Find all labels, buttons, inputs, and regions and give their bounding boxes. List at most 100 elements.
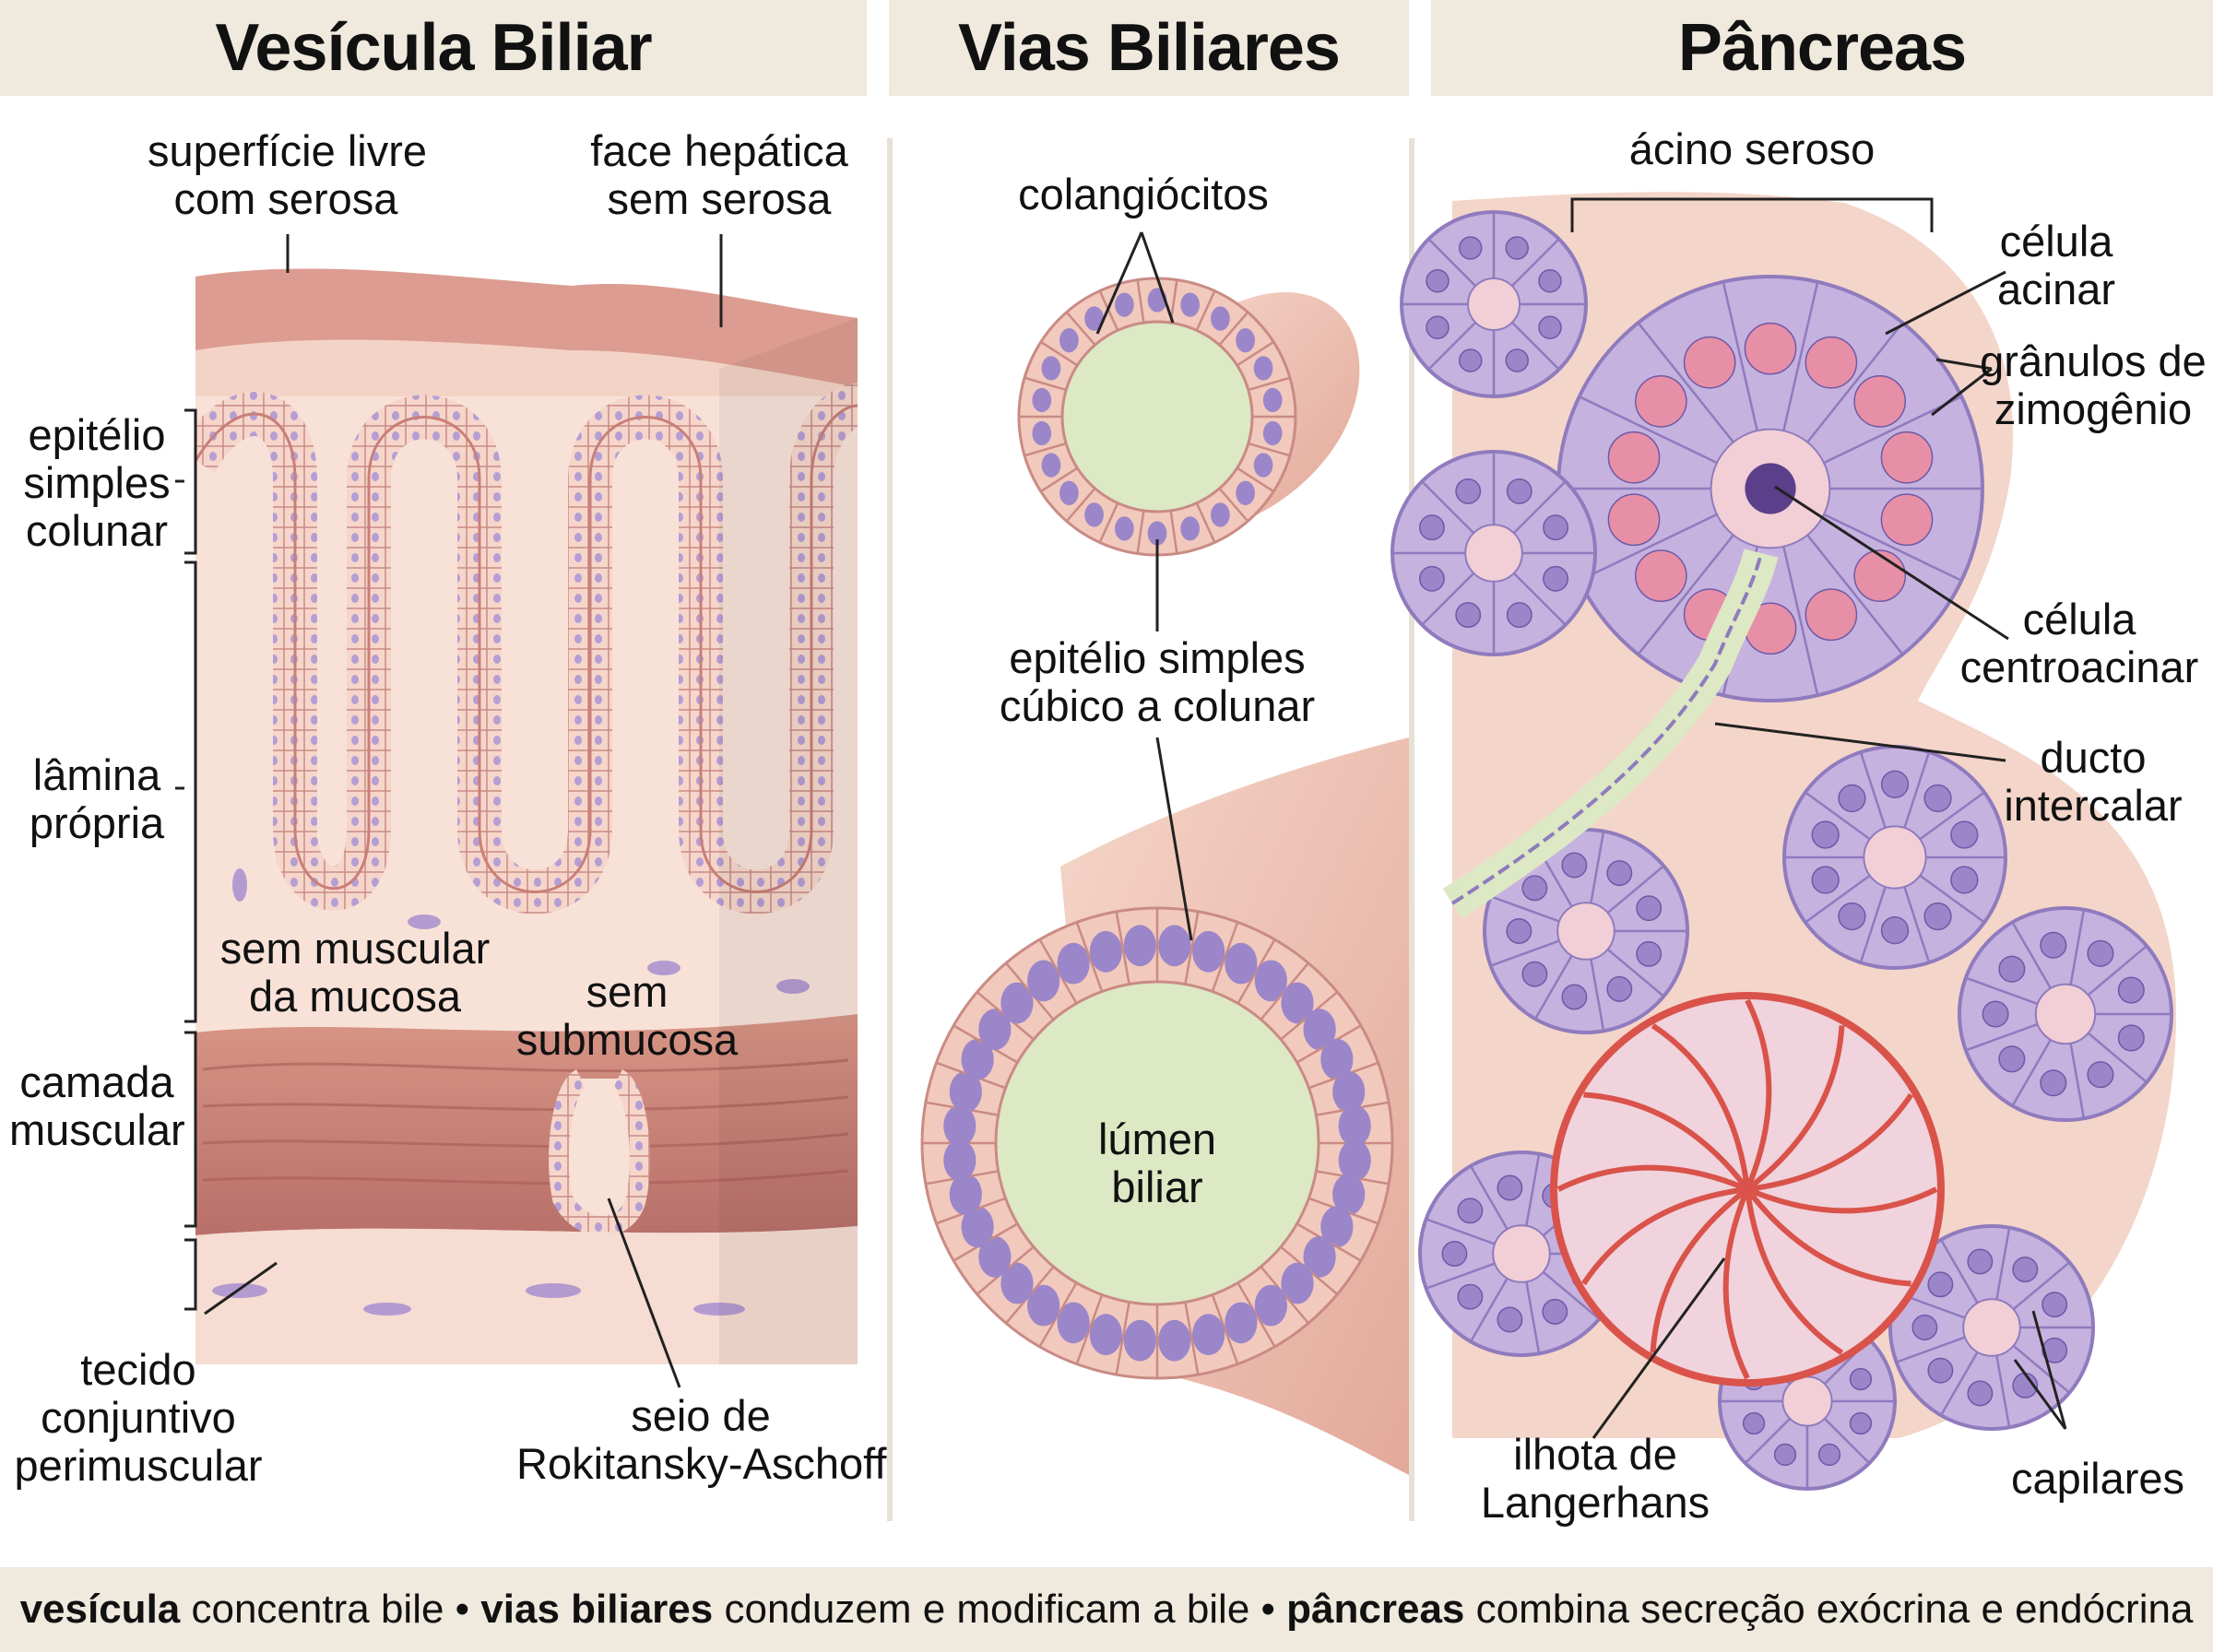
- header-gallbladder-title: Vesícula Biliar: [215, 11, 652, 85]
- acinus-top-left-nucleus: [1538, 268, 1562, 293]
- acinus-bottom-right-cell-border: [1896, 1336, 1966, 1363]
- acinus-bottom-left-cell-border: [1426, 1218, 1496, 1245]
- label-rokitansky-sinus-line2: Rokitansky-Aschoff: [516, 1439, 887, 1488]
- large-duct-nucleus: [1320, 1038, 1354, 1080]
- acinus-mid-left-cell-border: [1490, 895, 1560, 923]
- acinus-bottom-right-cell-border: [1995, 1227, 2011, 1300]
- acinus-right-nucleus: [1998, 955, 2026, 983]
- acinus-left-cell-border: [1421, 480, 1475, 535]
- acinus-left-cell-border: [1421, 572, 1475, 626]
- large-duct-cell-border: [1184, 1302, 1200, 1375]
- large-duct-nucleus: [943, 1104, 976, 1147]
- label-perimuscular-tissue-line1: tecido: [80, 1345, 196, 1394]
- acinus-main-cell-border: [1806, 534, 1904, 655]
- large-duct-nucleus: [961, 1038, 994, 1080]
- acinus-right-nucleus: [2117, 1024, 2145, 1052]
- small-duct-nucleus: [1262, 387, 1283, 413]
- label-lamina-propria-line2: própria: [29, 798, 165, 847]
- acinus-right-cell-border: [2069, 909, 2086, 985]
- islet-capillary: [1745, 1187, 1911, 1287]
- islet-capillary: [1722, 1187, 1750, 1380]
- acinus-right-top-cell-border: [1805, 874, 1871, 924]
- acinus-bottom-right-nucleus: [1967, 1380, 1994, 1407]
- islet-capillary: [1556, 1164, 1749, 1192]
- pancreas-tissue: [1391, 192, 2176, 1491]
- label-bile-lumen: lúmen biliar: [1060, 1115, 1254, 1211]
- acinus-top-left-nucleus: [1458, 348, 1483, 372]
- acinus-right-top-nucleus: [1950, 866, 1979, 894]
- acinus-mid-left-nucleus: [1606, 975, 1633, 1002]
- acinus-left-nucleus: [1543, 565, 1569, 592]
- header-pancreas-title: Pâncreas: [1677, 11, 1967, 85]
- acinus-left-nucleus: [1418, 565, 1445, 592]
- acinus-main-cell-border: [1722, 281, 1758, 431]
- small-duct-nucleus: [1253, 356, 1273, 381]
- large-duct-nucleus: [978, 1009, 1012, 1051]
- acinus-left-nucleus: [1418, 514, 1445, 541]
- acinus-bottom-left-nucleus: [1441, 1241, 1468, 1267]
- small-duct-cell-border: [1218, 488, 1249, 523]
- label-no-submucosa-line1: sem: [586, 967, 669, 1016]
- large-duct-nucleus: [1123, 925, 1156, 967]
- acinus-bottom-nucleus: [1817, 1443, 1841, 1467]
- acinus-mid-left-nucleus: [1506, 918, 1533, 944]
- label-no-submucosa: sem submucosa: [512, 968, 742, 1064]
- acinus-right-top-cell-border: [1919, 874, 1985, 924]
- label-duct-epithelium-line2: cúbico a colunar: [999, 681, 1316, 730]
- small-duct-nucleus: [1032, 387, 1052, 413]
- small-duct-nucleus: [1115, 292, 1134, 317]
- acinus-top-left-cell-border: [1510, 238, 1560, 288]
- islet-capillary: [1745, 998, 1772, 1191]
- footer-bile-ducts-text: conduzem e modificam a bile •: [713, 1587, 1287, 1632]
- small-duct-nucleus: [1180, 292, 1200, 317]
- small-duct-cell-border: [1136, 279, 1145, 324]
- centroacinar-nucleus: [1745, 463, 1796, 514]
- footer-bile-ducts-bold: vias biliares: [480, 1587, 714, 1632]
- acinus-right-top-nucleus: [1811, 820, 1840, 849]
- islet-capillary: [1580, 1186, 1748, 1286]
- acinus-left-cell-border: [1512, 480, 1567, 535]
- large-duct-nucleus: [1254, 1284, 1287, 1327]
- acinus-bottom-left-cell-border: [1525, 1281, 1541, 1354]
- acinus-right-cell-border: [2011, 921, 2052, 989]
- label-acinar-cell: célula acinar: [1955, 218, 2158, 313]
- large-duct-cell-border: [1075, 1294, 1104, 1365]
- label-perimuscular-tissue-line2: conjuntivo: [41, 1393, 236, 1442]
- acinus-bottom-right-nucleus: [2012, 1257, 2039, 1283]
- acinus-right-top-nucleus: [1880, 770, 1910, 798]
- acinus-main-nucleus: [1805, 336, 1858, 389]
- small-duct-cell-border: [1236, 466, 1274, 493]
- large-duct-nucleus: [1332, 1070, 1366, 1113]
- acinus-right-top-cell-border: [1903, 751, 1931, 829]
- small-duct-cell-border: [1236, 340, 1274, 367]
- acinus-mid-left-nucleus: [1521, 875, 1548, 902]
- large-duct-cell-border: [1075, 921, 1104, 992]
- pancreas-leaders: [1570, 197, 2067, 1439]
- acinus-bottom-right-nucleus: [2041, 1292, 2068, 1318]
- small-duct-nucleus: [1041, 453, 1061, 478]
- acinus-mid-left-nucleus: [1606, 860, 1633, 887]
- small-duct-nucleus: [1236, 480, 1255, 505]
- label-bile-lumen-line1: lúmen: [1097, 1115, 1216, 1163]
- acinus-bottom-right-nucleus: [1967, 1248, 1994, 1275]
- acinus-top-left-cell-border: [1427, 321, 1477, 371]
- acinus-bottom-left-cell-border: [1469, 1278, 1509, 1342]
- acinus-right-top-cell-border: [1859, 886, 1887, 963]
- acinus-right-top-nucleus: [1923, 902, 1952, 931]
- gallbladder-leaders: [175, 234, 723, 1388]
- acinus-main-cell-border: [1637, 322, 1734, 443]
- large-duct-nucleus: [943, 1139, 976, 1182]
- small-duct-cell-border: [1024, 376, 1067, 392]
- label-intercalated-duct-line1: ducto: [2040, 733, 2147, 782]
- acinus-mid-left-cell-border: [1590, 959, 1605, 1032]
- label-no-submucosa-line2: submucosa: [515, 1015, 739, 1064]
- small-duct-cell-border: [1218, 311, 1249, 346]
- large-duct-nucleus: [1192, 1314, 1225, 1356]
- large-duct-nucleus: [1320, 1206, 1354, 1248]
- acinus-main-cell-border: [1782, 546, 1819, 696]
- small-duct-cell-border: [1024, 442, 1067, 457]
- large-duct-nucleus: [1338, 1104, 1371, 1147]
- acinus-left-nucleus: [1543, 514, 1569, 541]
- acinus-left-nucleus: [1455, 602, 1482, 629]
